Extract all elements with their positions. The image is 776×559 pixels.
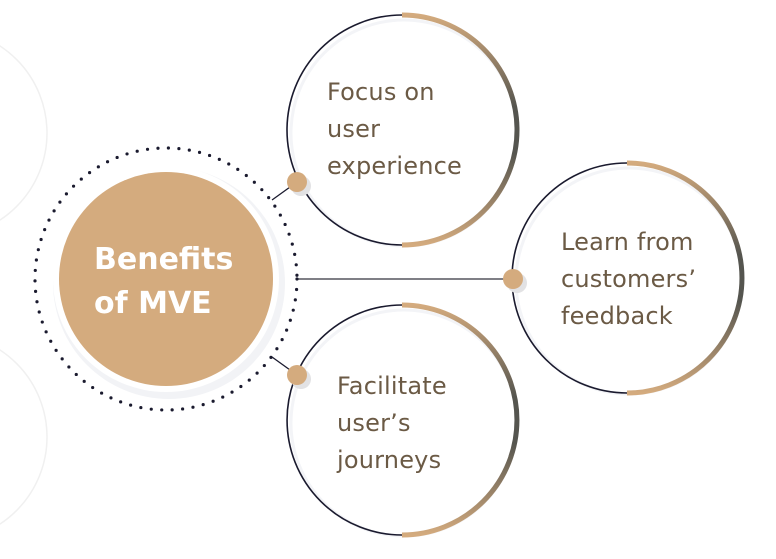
connector-dot <box>503 269 523 289</box>
benefit-circle-accent-arc <box>401 12 520 248</box>
benefit-circle-outline <box>286 304 403 536</box>
connector-dot <box>287 172 307 192</box>
center-title: Benefits of MVE <box>94 242 234 321</box>
faint-circle-upper <box>0 45 48 221</box>
benefit-label-bottom: Facilitate user’s journeys <box>337 372 447 474</box>
benefit-circle-right <box>503 160 745 396</box>
center-circle <box>59 172 273 386</box>
benefit-circle-bottom <box>286 302 520 538</box>
faint-circle-lower <box>0 349 48 525</box>
benefit-circle-top <box>286 12 520 248</box>
benefit-circle-accent-arc <box>401 302 520 538</box>
benefit-circle-accent-arc <box>626 160 745 396</box>
benefit-circle-outline <box>286 14 403 246</box>
benefit-label-top: Focus on user experience <box>327 78 463 180</box>
benefit-label-right: Learn from customers’ feedback <box>561 228 697 330</box>
connector-dot <box>287 365 307 385</box>
dotted-ring <box>33 146 299 412</box>
